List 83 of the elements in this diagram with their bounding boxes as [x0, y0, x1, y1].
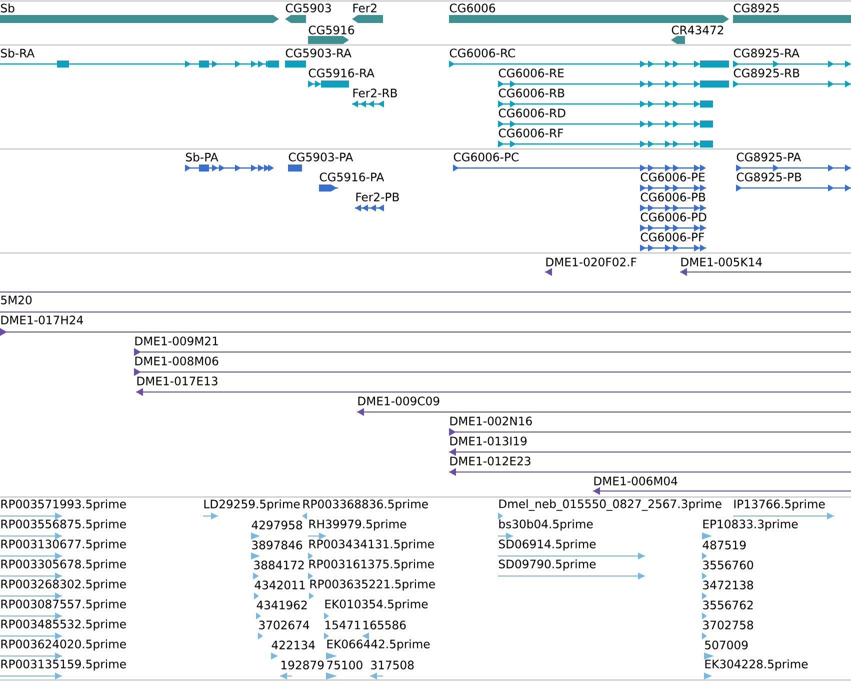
feature-label: CG8925-PB [736, 172, 802, 182]
feature-label: DME1-017H24 [1, 316, 83, 324]
feature-label: 3556762 [703, 600, 753, 610]
feature-label: 507009 [705, 640, 748, 650]
feature-label: CG6006-PC [454, 152, 518, 162]
feature-label: RH39979.5prime [309, 519, 406, 531]
feature-label: Fer2-RB [353, 88, 397, 98]
feature-label: CG8925-PA [736, 152, 802, 162]
feature-label: DME1-009M21 [135, 336, 218, 346]
feature-label: 4342011 [254, 580, 305, 590]
feature-label: Sb [0, 4, 14, 12]
feature-label: Sb-RA [0, 48, 35, 58]
feature-label: CG6006-RB [498, 88, 564, 98]
feature-label: 422134 [272, 640, 315, 650]
feature-label: Sb-PA [186, 152, 218, 162]
feature-label: DME1-012E23 [450, 456, 530, 466]
feature-label: 5M20 [1, 296, 32, 304]
feature-label: CG6006 [450, 4, 496, 12]
feature-label: RP003556875.5prime [1, 519, 126, 531]
feature-label: DME1-002N16 [450, 416, 532, 426]
feature-label: CG8925 [734, 4, 779, 12]
feature-label: EK066442.5prime [327, 639, 430, 651]
feature-label: RP003571993.5prime [1, 499, 126, 511]
feature-label: RP003368836.5prime [303, 499, 428, 511]
feature-label: CR43472 [672, 26, 724, 34]
feature-label: EP10833.3prime [703, 519, 798, 531]
feature-label: CG6006-RE [498, 68, 564, 78]
feature-label: CG8925-RA [734, 48, 800, 58]
feature-label: SD06914.5prime [498, 539, 596, 551]
feature-label: RP003135159.5prime [1, 659, 126, 671]
feature-label: 3472138 [703, 580, 754, 590]
feature-label: IP13766.5prime [734, 499, 825, 511]
feature-label: RP003305678.5prime [1, 559, 126, 571]
feature-label: CG6006-RF [498, 128, 564, 138]
feature-label: RP003161375.5prime [309, 559, 434, 571]
feature-label: DME1-008M06 [135, 356, 218, 366]
feature-label: RP003087557.5prime [1, 599, 126, 611]
feature-label: RP003635221.5prime [310, 579, 435, 591]
feature-label: RP003130677.5prime [1, 539, 126, 551]
feature-label: DME1-013I19 [450, 436, 527, 446]
feature-label: DME1-009C09 [358, 396, 440, 406]
feature-label: CG6006-PD [640, 212, 706, 222]
feature-label: DME1-017E13 [137, 376, 218, 386]
feature-label: CG8925-RB [734, 68, 800, 78]
feature-label: EK010354.5prime [325, 599, 428, 611]
feature-label: 3702674 [259, 620, 310, 630]
feature-label: 15471 [325, 620, 360, 630]
feature-label: CG6006-PF [640, 232, 704, 242]
feature-label: 4297958 [252, 520, 302, 530]
feature-label: CG6006-RD [498, 108, 566, 118]
feature-label: CG6006-PE [640, 172, 705, 182]
feature-label: RP003268302.5prime [1, 579, 126, 591]
feature-label: EK304228.5prime [705, 659, 808, 671]
feature-label: RP003624020.5prime [1, 639, 126, 651]
feature-label: 4341962 [256, 600, 307, 610]
feature-label: 487519 [702, 540, 746, 550]
feature-label: CG5916-RA [308, 68, 374, 78]
feature-label: RP003434131.5prime [309, 539, 434, 551]
feature-label: DME1-005K14 [681, 258, 762, 266]
feature-label: 3897846 [252, 540, 302, 550]
feature-label: SD09790.5prime [498, 559, 596, 571]
feature-label: 192879 [281, 660, 324, 670]
feature-label: RP003485532.5prime [1, 619, 126, 631]
feature-label: Dmel_neb_015550_0827_2567.3prime [499, 499, 722, 511]
feature-label: 3702758 [703, 620, 754, 630]
feature-label: DME1-006M04 [594, 476, 678, 486]
feature-label: 317508 [371, 660, 414, 670]
feature-label: bs30b04.5prime [499, 519, 593, 531]
feature-label: CG6006-PB [640, 192, 706, 202]
feature-label: CG5916-PA [320, 172, 384, 182]
feature-label: 75100 [327, 660, 362, 670]
feature-label: Fer2 [353, 4, 376, 12]
feature-label: CG6006-RC [450, 48, 515, 58]
feature-label: CG5903-RA [286, 48, 352, 58]
feature-label: CG5903 [286, 4, 331, 12]
feature-label: 3884172 [254, 560, 304, 570]
feature-label: CG5903-PA [288, 152, 354, 162]
feature-label: DME1-020F02.F [546, 258, 636, 266]
feature-label: Fer2-PB [356, 192, 399, 202]
feature-label: 165586 [363, 620, 406, 630]
feature-label: LD29259.5prime [204, 499, 300, 511]
feature-label: CG5916 [308, 26, 354, 34]
feature-label: 3556760 [703, 560, 754, 570]
